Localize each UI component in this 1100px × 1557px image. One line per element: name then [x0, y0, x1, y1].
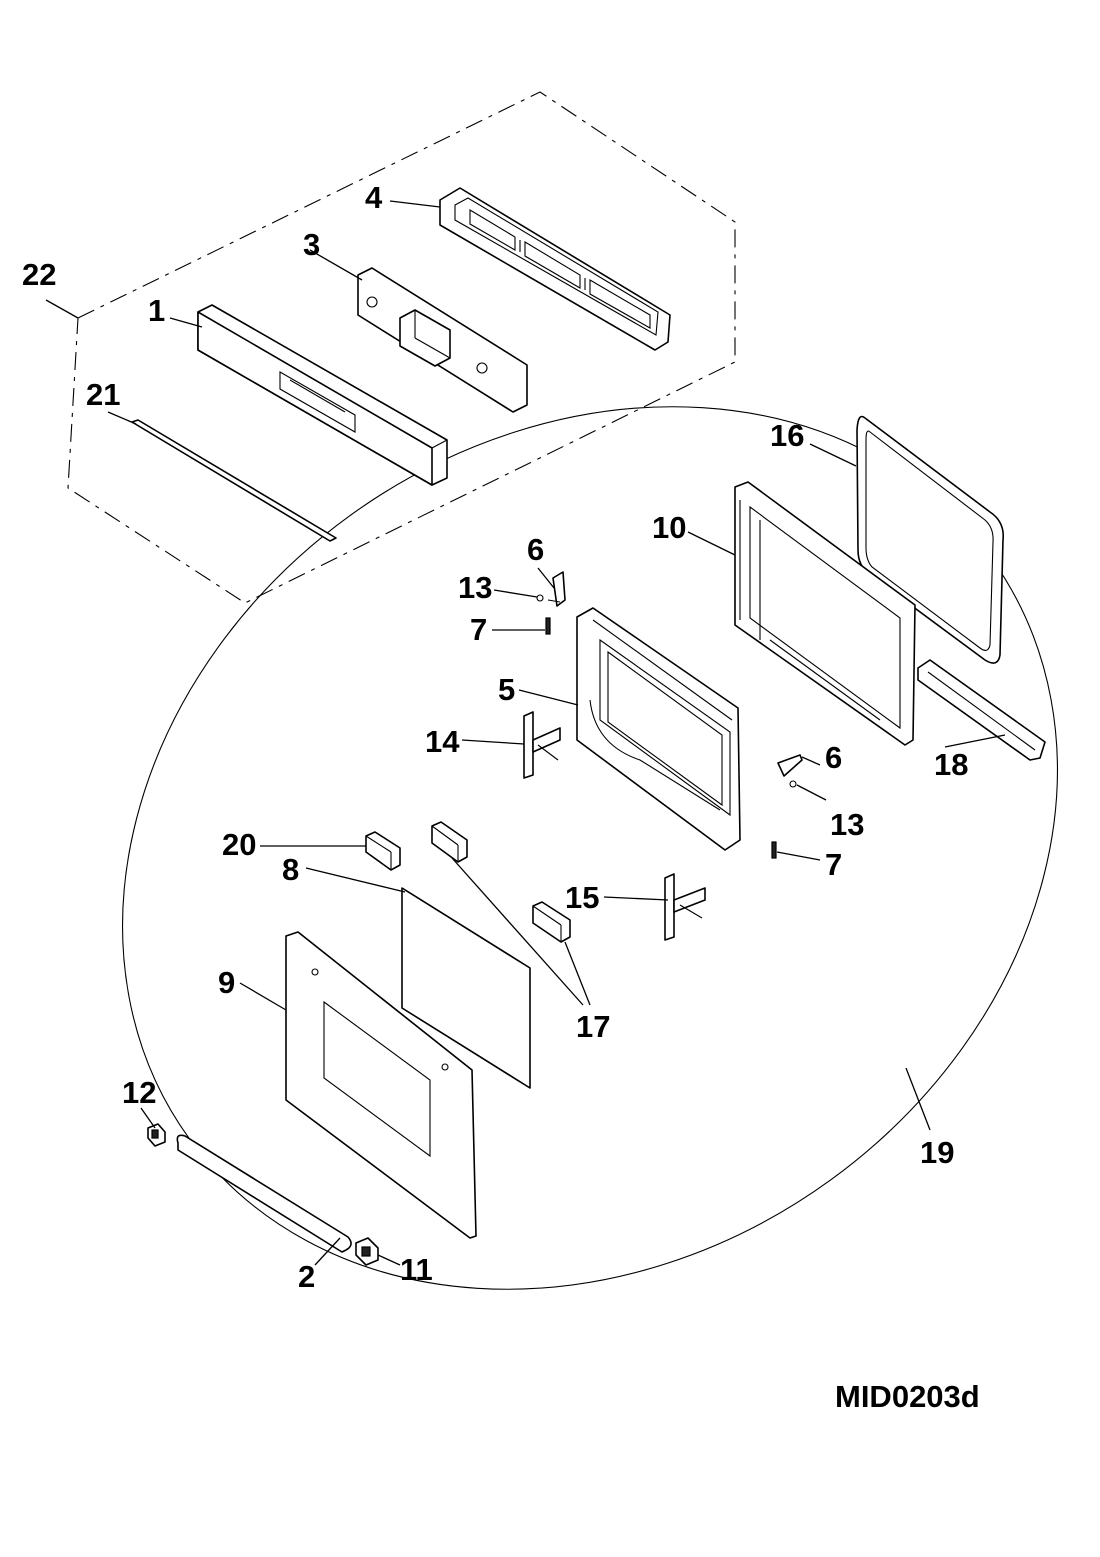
- part-3-control-board[interactable]: [357, 267, 528, 413]
- part-8-inner-glass[interactable]: [401, 887, 531, 1089]
- part-11-end-cap-right[interactable]: [355, 1237, 379, 1266]
- callout-15: 15: [565, 880, 599, 915]
- callout-13-lower: 13: [830, 807, 864, 842]
- callout-3: 3: [303, 227, 320, 262]
- callout-7-upper: 7: [470, 612, 487, 647]
- part-1-console-panel[interactable]: [197, 304, 448, 486]
- callout-11: 11: [400, 1252, 433, 1287]
- callout-10: 10: [652, 510, 686, 545]
- callout-6-upper: 6: [527, 532, 544, 567]
- callout-17: 17: [576, 1009, 610, 1044]
- callout-22: 22: [22, 257, 56, 292]
- part-2-handle[interactable]: [176, 1134, 352, 1253]
- callout-5: 5: [498, 672, 515, 707]
- callout-1: 1: [148, 293, 165, 328]
- part-21-trim-strip[interactable]: [131, 419, 337, 542]
- group-22-boundary: [67, 91, 736, 604]
- part-9-outer-door-glass[interactable]: [285, 931, 477, 1239]
- callout-21: 21: [86, 377, 120, 412]
- callout-2: 2: [298, 1259, 315, 1294]
- part-17-spacer-upper[interactable]: [431, 821, 468, 863]
- part-13-screw-lower[interactable]: [789, 780, 797, 788]
- diagram-code: MID0203d: [835, 1379, 980, 1414]
- part-13-screw-upper[interactable]: [536, 594, 544, 602]
- part-15-hinge-right[interactable]: [664, 873, 706, 941]
- callout-12: 12: [122, 1075, 156, 1110]
- part-17-spacer-lower[interactable]: [532, 901, 571, 943]
- part-18-deflector[interactable]: [917, 659, 1046, 761]
- part-7-spring-lower[interactable]: [771, 841, 777, 859]
- callout-labels: 22 1 3 4 21 16 10 6 13 7 5 14 18 6 13 7 …: [22, 180, 968, 1294]
- part-14-hinge-left[interactable]: [523, 711, 561, 779]
- callout-16: 16: [770, 418, 804, 453]
- group-19-boundary: [122, 406, 1058, 1290]
- part-6-hinge-clip-lower[interactable]: [777, 754, 803, 777]
- callout-8: 8: [282, 852, 299, 887]
- leader-lines: [45, 200, 1006, 1266]
- callout-7-lower: 7: [825, 847, 842, 882]
- callout-20: 20: [222, 827, 256, 862]
- part-6-hinge-clip-upper[interactable]: [547, 571, 566, 607]
- callout-9: 9: [218, 965, 235, 1000]
- part-7-spring-upper[interactable]: [545, 617, 551, 635]
- callout-6-lower: 6: [825, 740, 842, 775]
- part-10-inner-door-frame[interactable]: [734, 481, 916, 746]
- callout-14: 14: [425, 724, 460, 759]
- callout-19: 19: [920, 1135, 954, 1170]
- part-16-door-gasket[interactable]: [856, 415, 1005, 664]
- callout-18: 18: [934, 747, 968, 782]
- part-5-door-liner[interactable]: [576, 607, 741, 851]
- callout-4: 4: [365, 180, 383, 215]
- callout-13-upper: 13: [458, 570, 492, 605]
- part-12-end-cap-left[interactable]: [147, 1123, 166, 1147]
- part-20-insulation-pad[interactable]: [365, 831, 401, 871]
- part-4-panel-bracket[interactable]: [439, 187, 671, 351]
